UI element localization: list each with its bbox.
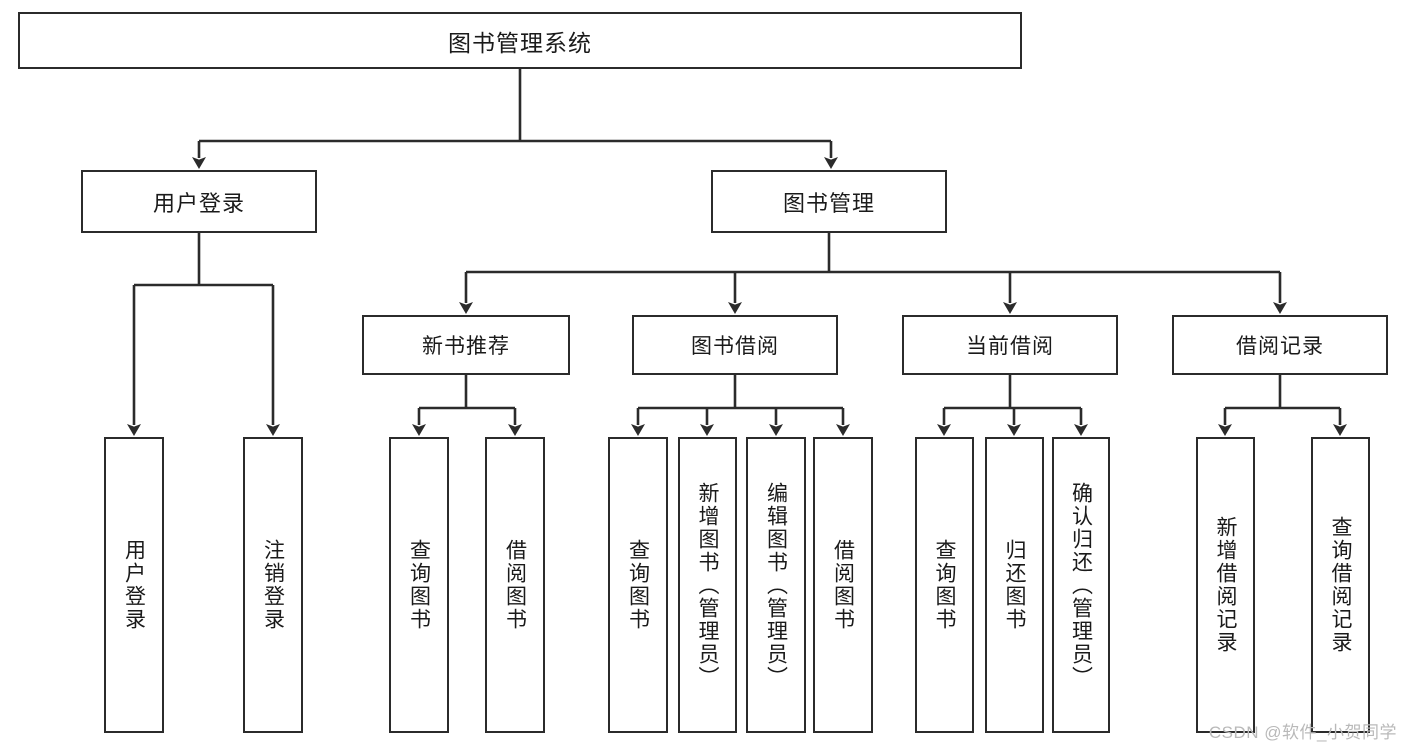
node-leaf-query-book-borrow-label: 查询图书 (626, 539, 650, 631)
node-leaf-add-book-admin[interactable]: 新增图书（管理员） (678, 437, 737, 733)
node-new-book-recommend[interactable]: 新书推荐 (362, 315, 570, 375)
node-leaf-confirm-return-admin-label: 确认归还（管理员） (1069, 481, 1093, 689)
node-leaf-query-book-borrow[interactable]: 查询图书 (608, 437, 668, 733)
node-leaf-query-book-recommend-label: 查询图书 (407, 539, 431, 631)
node-root[interactable]: 图书管理系统 (18, 12, 1022, 69)
node-leaf-add-book-admin-label: 新增图书（管理员） (696, 481, 719, 689)
node-book-borrow-label: 图书借阅 (691, 335, 779, 358)
node-book-manage[interactable]: 图书管理 (711, 170, 947, 233)
node-leaf-borrow-book-recommend-label: 借阅图书 (503, 539, 527, 631)
node-current-borrow-label: 当前借阅 (966, 335, 1054, 358)
node-leaf-edit-book-admin[interactable]: 编辑图书（管理员） (746, 437, 806, 733)
node-leaf-query-borrow-record[interactable]: 查询借阅记录 (1311, 437, 1370, 733)
node-leaf-query-book-current[interactable]: 查询图书 (915, 437, 974, 733)
node-leaf-return-book[interactable]: 归还图书 (985, 437, 1044, 733)
node-borrow-record[interactable]: 借阅记录 (1172, 315, 1388, 375)
node-leaf-query-book-current-label: 查询图书 (933, 539, 956, 631)
node-leaf-confirm-return-admin[interactable]: 确认归还（管理员） (1052, 437, 1110, 733)
node-leaf-user-login-label: 用户登录 (122, 539, 146, 631)
node-user-login-label: 用户登录 (152, 190, 245, 216)
node-leaf-user-login[interactable]: 用户登录 (104, 437, 164, 733)
node-current-borrow[interactable]: 当前借阅 (902, 315, 1118, 375)
node-leaf-edit-book-admin-label: 编辑图书（管理员） (764, 481, 788, 689)
node-leaf-add-borrow-record[interactable]: 新增借阅记录 (1196, 437, 1255, 733)
node-leaf-return-book-label: 归还图书 (1003, 539, 1026, 631)
node-book-manage-label: 图书管理 (782, 190, 875, 216)
node-user-login[interactable]: 用户登录 (81, 170, 317, 233)
node-leaf-borrow-book-recommend[interactable]: 借阅图书 (485, 437, 545, 733)
node-leaf-borrow-book-label: 借阅图书 (831, 539, 855, 631)
node-leaf-logout-login-label: 注销登录 (261, 539, 285, 631)
node-new-book-recommend-label: 新书推荐 (422, 335, 510, 358)
node-leaf-query-borrow-record-label: 查询借阅记录 (1329, 516, 1352, 654)
node-leaf-add-borrow-record-label: 新增借阅记录 (1214, 516, 1237, 654)
node-leaf-logout-login[interactable]: 注销登录 (243, 437, 303, 733)
node-root-label: 图书管理系统 (448, 29, 592, 56)
node-leaf-borrow-book[interactable]: 借阅图书 (813, 437, 873, 733)
node-book-borrow[interactable]: 图书借阅 (632, 315, 838, 375)
node-leaf-query-book-recommend[interactable]: 查询图书 (389, 437, 449, 733)
node-borrow-record-label: 借阅记录 (1236, 335, 1324, 358)
